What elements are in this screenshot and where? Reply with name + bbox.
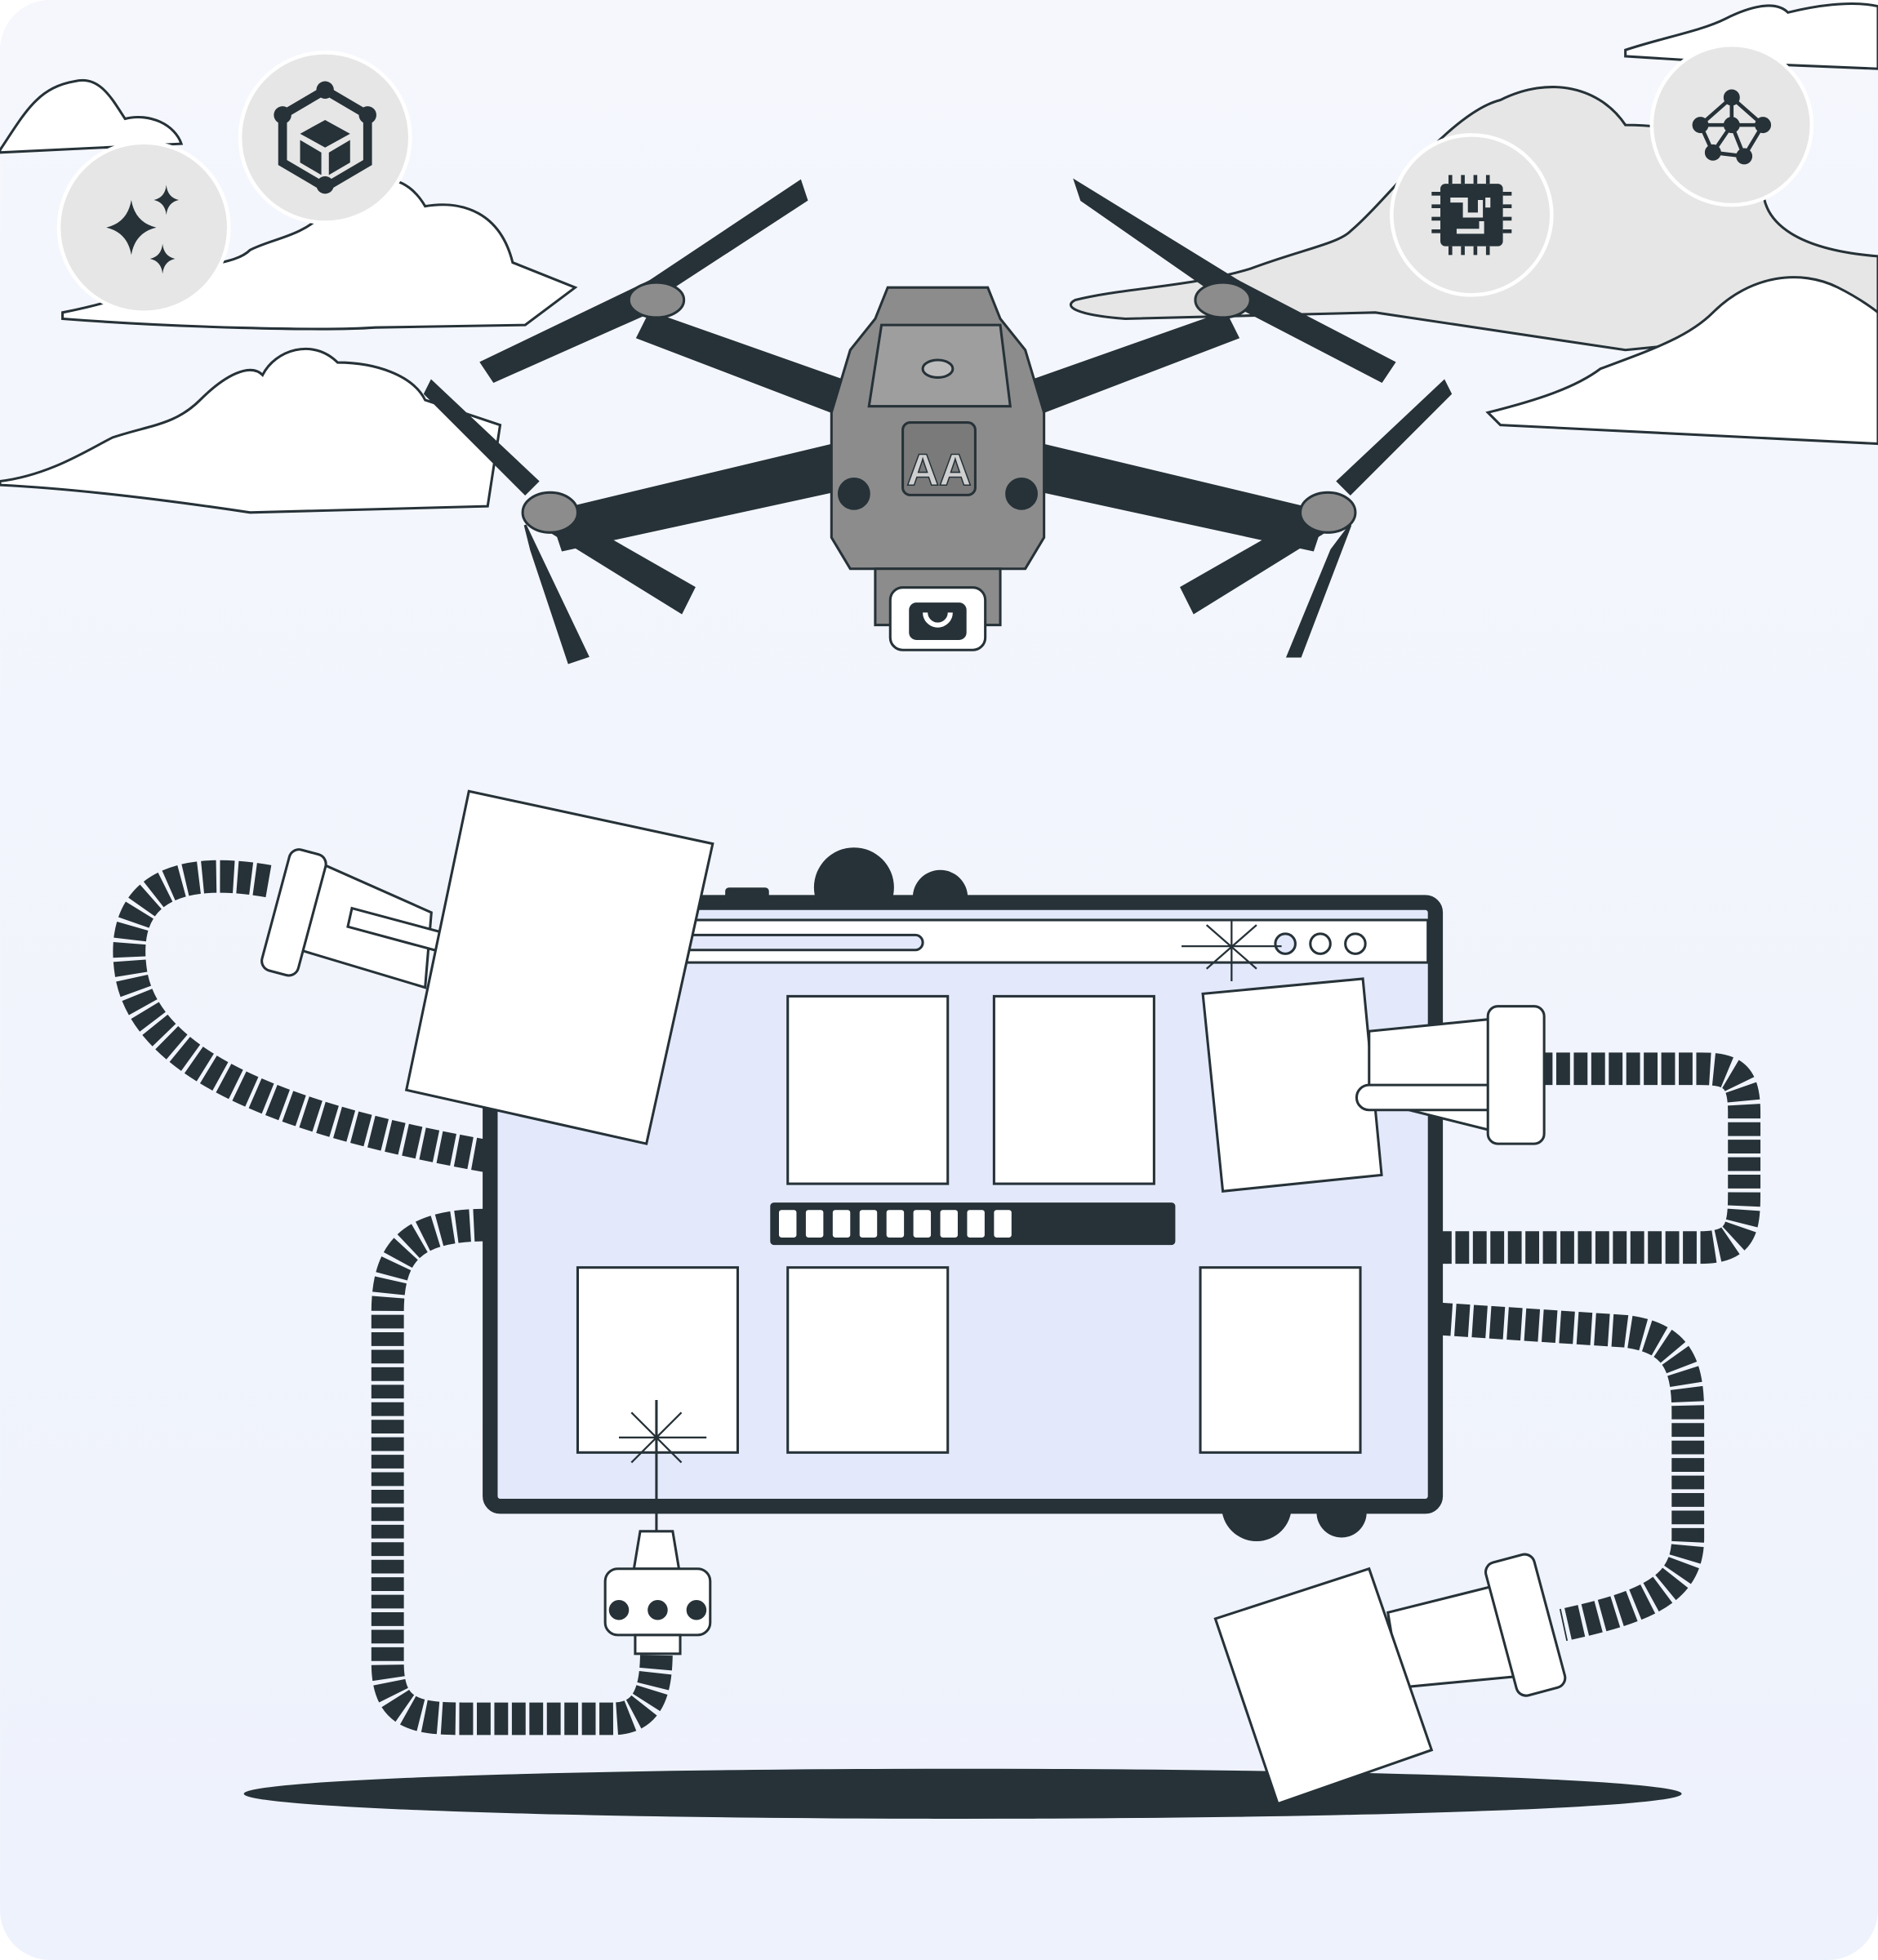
progress-segment (832, 1210, 851, 1238)
plug-bottom-left (603, 1400, 712, 1656)
ground-shadow (243, 1768, 1682, 1819)
drone-leg (1285, 524, 1352, 658)
progress-segment (779, 1210, 797, 1238)
progress-bar (770, 1202, 1176, 1246)
progress-segment (913, 1210, 932, 1238)
window-control-dot[interactable] (1309, 932, 1332, 955)
spark-icon (1182, 918, 1282, 982)
content-card (992, 994, 1155, 1185)
plug-right (1355, 1005, 1546, 1145)
browser-window (483, 895, 1444, 1514)
neural-network-icon (1649, 42, 1814, 207)
propeller (1336, 379, 1453, 496)
plug-bottom-right (1386, 1553, 1567, 1697)
window-control-dot[interactable] (1344, 932, 1367, 955)
progress-segment (805, 1210, 824, 1238)
progress-segment (859, 1210, 878, 1238)
cable-right-bottom (1436, 1302, 1705, 1642)
progress-segment (886, 1210, 905, 1238)
cables (113, 860, 1761, 1736)
address-bar[interactable] (674, 933, 924, 952)
window-control-dot[interactable] (1274, 932, 1297, 955)
drone: AA (423, 178, 1453, 664)
sparkles-icon (56, 140, 231, 315)
drone-logo: AA (906, 444, 972, 495)
cpu-chip-icon (1390, 133, 1554, 297)
floating-card (1213, 1567, 1434, 1806)
drone-leg (523, 524, 590, 664)
cable-top-left (113, 860, 491, 1173)
floating-card (1201, 977, 1383, 1193)
propeller (423, 379, 540, 496)
cube-network-icon (238, 51, 412, 224)
progress-segment (967, 1210, 985, 1238)
progress-segment (940, 1210, 958, 1238)
cable-right-top (1437, 1052, 1761, 1264)
floating-card (404, 789, 714, 1145)
content-card (786, 1266, 950, 1454)
content-card (786, 994, 950, 1185)
content-card (1199, 1266, 1362, 1454)
cable-bottom-left (371, 1208, 673, 1736)
progress-segment (994, 1210, 1012, 1238)
